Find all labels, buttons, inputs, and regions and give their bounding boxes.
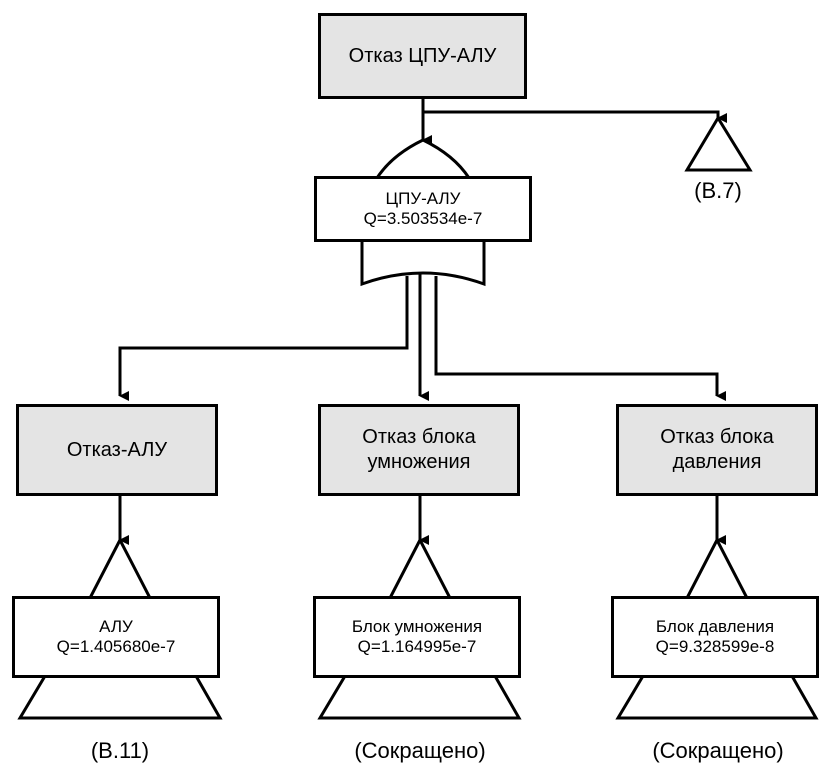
transfer-gate-box-2: Блок умножения Q=1.164995e-7	[313, 596, 521, 678]
transfer-gate-name-3: Блок давления	[655, 616, 775, 636]
transfer-ref-top: (B.7)	[694, 178, 742, 203]
transfer-gate-probability-3: Q=9.328599e-8	[655, 637, 775, 656]
event-box-2: Отказ блока умножения	[318, 404, 520, 496]
or-gate-name: ЦПУ-АЛУ	[385, 188, 461, 208]
transfer-gate-upper-1	[87, 536, 153, 600]
top-event-label: Отказ ЦПУ-АЛУ	[348, 44, 497, 67]
or-gate-box: ЦПУ-АЛУ Q=3.503534e-7	[314, 176, 532, 242]
transfer-ref-2: (Сокращено)	[354, 738, 486, 763]
transfer-gate-lower-3	[615, 674, 819, 720]
or-gate-probability: Q=3.503534e-7	[363, 209, 483, 228]
transfer-ref-1: (B.11)	[90, 738, 150, 763]
or-gate-cap	[375, 138, 471, 179]
top-event-box: Отказ ЦПУ-АЛУ	[318, 13, 527, 99]
connector-or-to-event1	[118, 276, 409, 401]
transfer-gate-upper-3	[684, 536, 750, 600]
transfer-gate-name-1: АЛУ	[99, 616, 133, 636]
transfer-gate-box-3: Блок давления Q=9.328599e-8	[611, 596, 819, 678]
event-box-1: Отказ-АЛУ	[16, 404, 218, 496]
transfer-ref-3: (Сокращено)	[652, 738, 784, 763]
event-label-1: Отказ-АЛУ	[66, 438, 168, 461]
transfer-gate-probability-1: Q=1.405680e-7	[56, 637, 176, 656]
transfer-gate-name-2: Блок умножения	[351, 616, 483, 636]
connector-top-to-transfer	[423, 110, 727, 123]
transfer-triangle-top	[684, 115, 753, 172]
transfer-gate-lower-1	[17, 674, 223, 720]
event-label-3: Отказ блока давления	[660, 426, 774, 473]
transfer-gate-probability-2: Q=1.164995e-7	[357, 637, 477, 656]
connector-or-to-event3	[434, 276, 726, 401]
event-box-3: Отказ блока давления	[616, 404, 818, 496]
or-gate-base	[360, 242, 486, 287]
transfer-gate-upper-2	[387, 536, 453, 600]
transfer-gate-box-1: АЛУ Q=1.405680e-7	[12, 596, 220, 678]
transfer-gate-lower-2	[317, 674, 522, 720]
event-label-2: Отказ блока умножения	[362, 426, 476, 473]
